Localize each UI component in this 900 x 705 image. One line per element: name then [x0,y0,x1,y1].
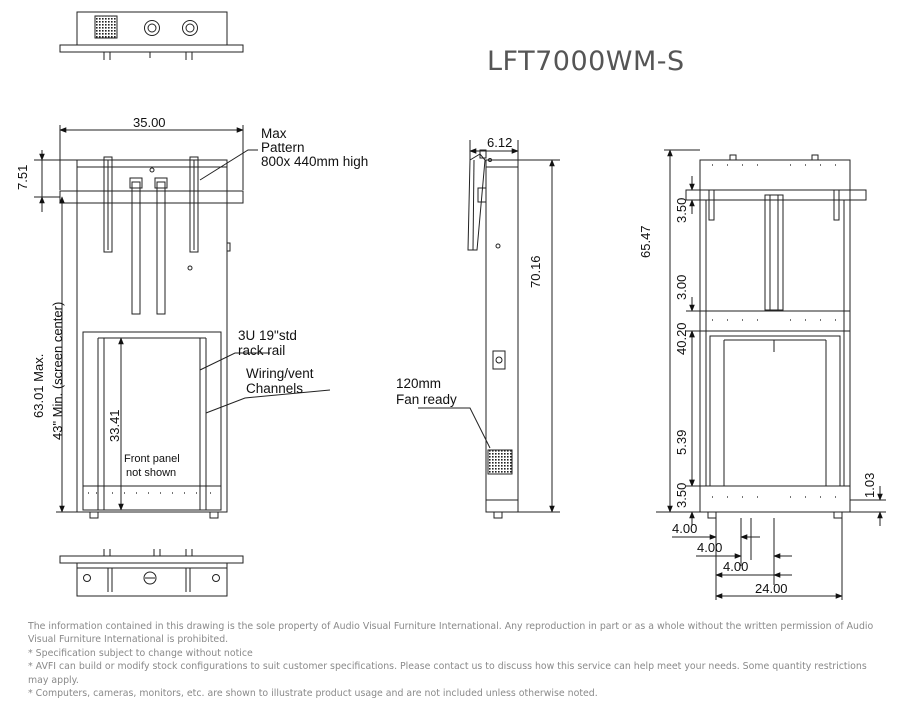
footer-line-ownership: The information contained in this drawin… [28,621,874,646]
rear-top-dim: 3.50 [674,198,689,223]
rear-width-dim: 24.00 [755,581,788,596]
rear-h1-dim: 4.00 [672,521,697,536]
side-depth-dim: 6.12 [487,135,512,150]
side-fan-grille [487,449,513,475]
rear-b-dim: 40.20 [674,322,689,355]
front-min-dim: 43" Min. (screen center) [50,302,65,440]
pattern-label-3: 800x 440mm high [261,154,368,169]
top-plan-view [59,11,244,60]
front-height-dim: 63.01 Max. [31,354,46,418]
rear-h2-dim: 4.00 [697,540,722,555]
rear-dimensions [656,149,886,600]
pattern-label-1: Max [261,126,287,141]
disclaimer-footer: The information contained in this drawin… [28,620,878,700]
footer-line-custom: * AVFI can build or modify stock configu… [28,661,867,686]
front-dimensions [34,125,331,513]
wiring-label-1: Wiring/vent [246,366,314,381]
front-top-dim: 7.51 [15,165,30,190]
front-width-dim: 35.00 [133,115,166,130]
wiring-label-2: Channels [246,381,303,396]
footer-line-spec: * Specification subject to change withou… [28,647,253,659]
rear-d-dim: 3.50 [674,483,689,508]
front-panel-label-1: Front panel [124,453,180,465]
bottom-plan-view [59,549,244,597]
fan-grille [94,15,118,39]
side-dimensions [418,140,560,513]
fan-label-2: Fan ready [396,392,457,407]
rear-vent-dots [712,164,836,498]
front-panel-label-2: not shown [126,467,176,479]
product-title: LFT7000WM-S [487,46,685,77]
rear-h3-dim: 4.00 [723,559,748,574]
footer-line-illustration: * Computers, cameras, monitors, etc. are… [28,688,598,700]
pattern-label-2: Pattern [261,140,305,155]
side-height-dim: 70.16 [528,255,543,288]
rear-total-dim: 65.47 [638,225,653,258]
fan-label-1: 120mm [396,376,441,391]
rear-c-dim: 5.39 [674,430,689,455]
side-view [467,149,519,519]
rear-right-dim: 1.03 [862,473,877,498]
rear-a-dim: 3.00 [674,275,689,300]
rack-label-2: rack rail [238,343,285,358]
front-view [59,156,244,519]
rack-label-1: 3U 19"std [238,328,297,343]
rear-view [685,154,867,519]
front-rack-dim: 33.41 [107,409,122,442]
